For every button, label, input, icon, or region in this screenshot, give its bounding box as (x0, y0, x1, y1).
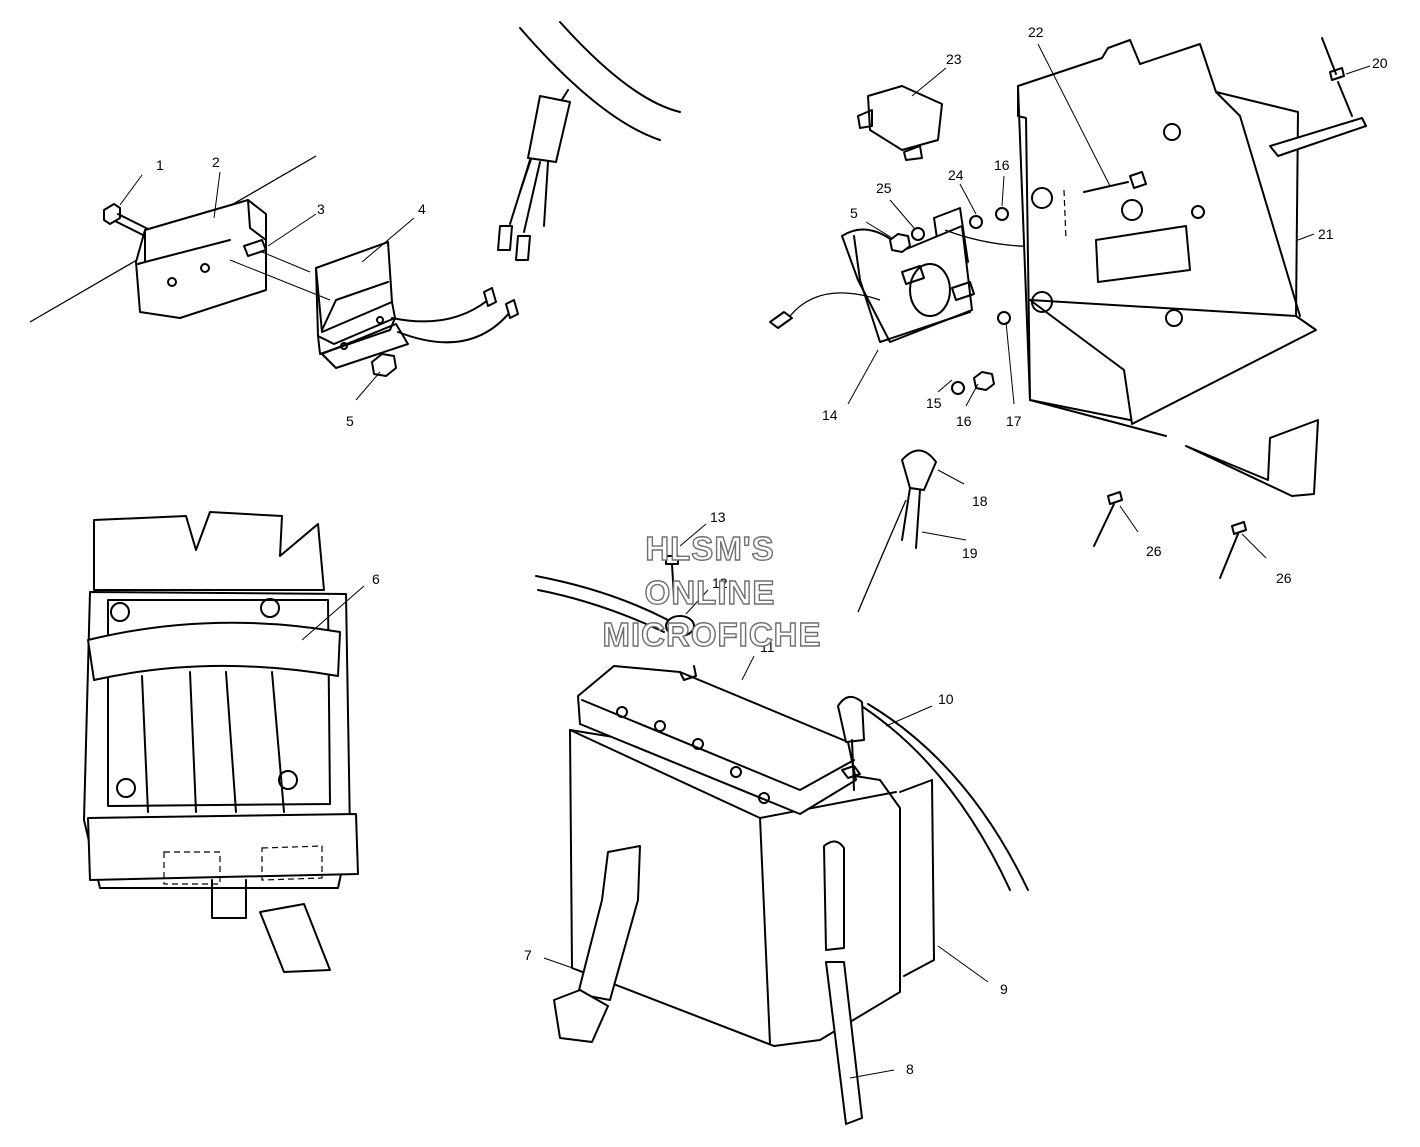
callout-11: 11 (760, 639, 775, 655)
battery-box-21 (1017, 37, 1367, 579)
battery-holder-6 (83, 511, 359, 973)
rivet-26-right (1219, 521, 1247, 579)
stud-3 (243, 239, 267, 257)
callout-14: 14 (822, 407, 838, 423)
callout-2: 2 (212, 154, 220, 170)
solenoid-14 (841, 225, 975, 343)
callout-10: 10 (938, 691, 954, 707)
callout-16-bottom: 16 (956, 413, 972, 429)
callout-8: 8 (906, 1061, 914, 1077)
callout-16-top: 16 (994, 157, 1010, 173)
solenoid-assembly (769, 85, 1191, 613)
callout-6: 6 (372, 571, 380, 587)
rivet-20 (1321, 37, 1353, 117)
callout-22: 22 (1028, 24, 1044, 40)
callout-23: 23 (946, 51, 962, 67)
nut-16-bottom (973, 371, 995, 391)
washer-25 (911, 227, 925, 241)
callout-9: 9 (1000, 981, 1008, 997)
rivet-26-left (1093, 491, 1123, 547)
callout-3: 3 (317, 201, 325, 217)
leader-lines (119, 43, 1371, 1079)
callout-15: 15 (926, 395, 942, 411)
washer-15 (951, 381, 965, 395)
terminal-boot-18 (901, 449, 937, 491)
callout-labels: 1 2 3 4 5 6 7 8 9 10 11 12 13 14 15 16 1… (156, 24, 1388, 1077)
callout-19: 19 (962, 545, 978, 561)
callout-12: 12 (712, 575, 728, 591)
vent-tube-8 (823, 840, 845, 951)
bolt-1 (103, 203, 151, 238)
bracket-2 (135, 199, 267, 319)
battery-9 (535, 555, 1029, 1125)
watermark-line-1: HLSM'S (645, 530, 774, 567)
watermark: HLSM'S ONLINE MICROFICHE (602, 529, 822, 653)
solenoid-cover-23 (867, 85, 943, 151)
strap-7 (577, 845, 641, 1001)
nut-5 (371, 353, 397, 377)
callout-1: 1 (156, 157, 164, 173)
callout-17: 17 (1006, 413, 1022, 429)
callout-5-left: 5 (346, 413, 354, 429)
regulator-4 (315, 241, 409, 369)
watermark-line-3: MICROFICHE (603, 616, 822, 653)
washer-24 (969, 215, 983, 229)
callout-13: 13 (710, 509, 726, 525)
watermark-line-2: ONLINE (645, 574, 776, 611)
callout-20: 20 (1372, 55, 1388, 71)
callout-26-right: 26 (1276, 570, 1292, 586)
callout-21: 21 (1318, 226, 1334, 242)
bolt-22 (1083, 171, 1147, 193)
nut-5-right (889, 233, 911, 253)
callout-18: 18 (972, 493, 988, 509)
regulator-assembly (29, 21, 681, 377)
screw-13 (665, 555, 679, 599)
washer-16-top (995, 207, 1009, 221)
callout-26-left: 26 (1146, 543, 1162, 559)
callout-25: 25 (876, 180, 892, 196)
callout-4: 4 (418, 201, 426, 217)
callout-24: 24 (948, 167, 964, 183)
callout-5-right: 5 (850, 205, 858, 221)
callout-7: 7 (524, 947, 532, 963)
washer-17 (997, 311, 1011, 325)
positive-cable-10 (851, 699, 1029, 891)
